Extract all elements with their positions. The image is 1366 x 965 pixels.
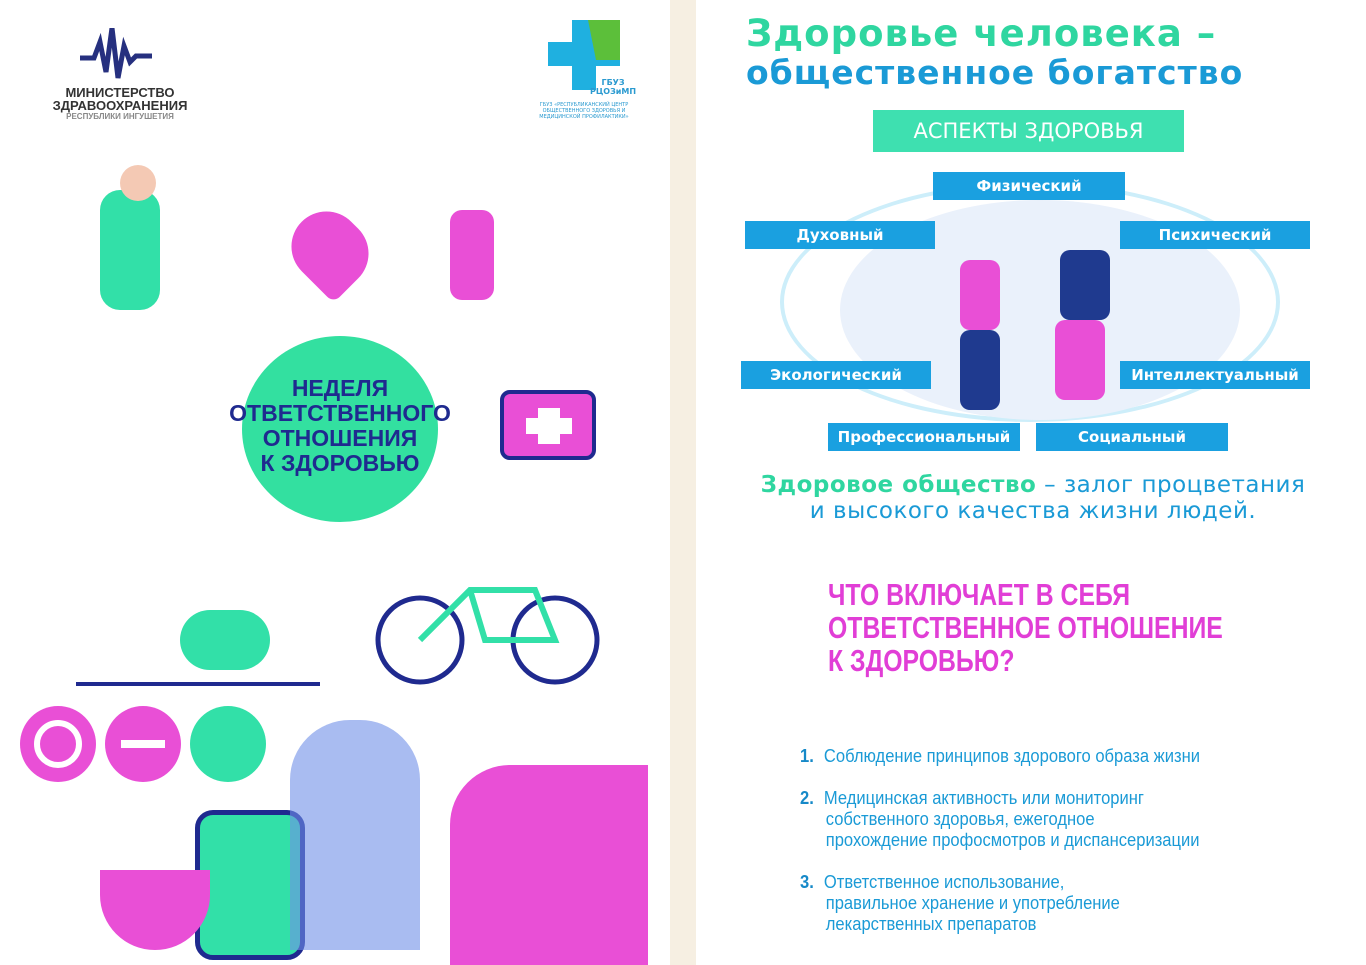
aspect-psychological: Психический <box>1120 221 1310 249</box>
cyclist-bicycle-illustration <box>375 587 600 685</box>
pill-bottle-illustration <box>195 810 305 960</box>
aspect-intellectual: Интеллектуальный <box>1120 361 1310 389</box>
ministry-pulse-icon <box>80 28 152 79</box>
list-text: правильное хранение и употребление <box>825 893 1120 913</box>
week-title: НЕДЕЛЯ ОТВЕТСТВЕННОГО ОТНОШЕНИЯ К ЗДОРОВ… <box>222 376 458 476</box>
week-badge <box>242 336 438 522</box>
week-title-line: К ЗДОРОВЬЮ <box>260 450 420 476</box>
list-item: 1. Соблюдение принципов здорового образа … <box>800 746 1200 767</box>
list-text: Медицинская активность или мониторинг <box>823 788 1144 808</box>
ministry-line1: МИНИСТЕРСТВО <box>65 85 175 100</box>
society-statement: Здоровое общество – залог процветания и … <box>700 472 1366 524</box>
ministry-logo: МИНИСТЕРСТВО ЗДРАВООХРАНЕНИЯ РЕСПУБЛИКИ … <box>30 86 210 122</box>
runner-head <box>120 165 156 201</box>
week-title-line: ОТНОШЕНИЯ <box>262 425 418 451</box>
question-line: ЧТО ВКЛЮЧАЕТ В СЕБЯ <box>828 577 1131 612</box>
doctor-illustration <box>290 720 420 950</box>
society-highlight: Здоровое общество <box>760 472 1037 498</box>
aspect-social: Социальный <box>1036 423 1228 451</box>
heart-pulse-icon <box>190 706 266 782</box>
question-heading: ЧТО ВКЛЮЧАЕТ В СЕБЯ ОТВЕТСТВЕННОЕ ОТНОШЕ… <box>828 578 1223 677</box>
page-divider <box>670 0 696 965</box>
aspects-banner: АСПЕКТЫ ЗДОРОВЬЯ <box>873 110 1184 152</box>
mortar-illustration <box>100 870 210 950</box>
week-title-line: ОТВЕТСТВЕННОГО <box>229 400 451 426</box>
aspect-physical: Физический <box>933 172 1125 200</box>
yoga-woman-illustration <box>180 610 270 670</box>
heart-mascot-illustration <box>276 196 384 304</box>
aspect-spiritual: Духовный <box>745 221 935 249</box>
list-number: 3. <box>800 872 814 892</box>
floor-line <box>76 682 320 686</box>
list-text: Соблюдение принципов здорового образа жи… <box>823 746 1200 766</box>
woman-stretching-illustration <box>450 210 494 300</box>
center-logo-abbr: РЦОЗиМП <box>590 87 637 96</box>
list-text: лекарственных препаратов <box>825 914 1037 934</box>
list-text: собственного здоровья, ежегодное <box>825 809 1095 829</box>
runner-illustration <box>100 190 160 310</box>
question-line: ОТВЕТСТВЕННОЕ ОТНОШЕНИЕ <box>828 610 1223 645</box>
center-logo-full: ГБУЗ «РЕСПУБЛИКАНСКИЙ ЦЕНТР ОБЩЕСТВЕННОГ… <box>539 102 629 120</box>
list-number: 1. <box>800 746 814 766</box>
list-text: прохождение профосмотров и диспансеризац… <box>825 830 1200 850</box>
week-title-line: НЕДЕЛЯ <box>291 375 389 401</box>
list-item: 3. Ответственное использование,правильное… <box>800 872 1120 935</box>
doctor-patient-illustration <box>450 765 648 965</box>
aspect-ecological: Экологический <box>741 361 931 389</box>
list-text: Ответственное использование, <box>823 872 1065 892</box>
title-line1: Здоровье человека – <box>746 12 1217 55</box>
list-number: 2. <box>800 788 814 808</box>
question-line: К ЗДОРОВЬЮ? <box>828 643 1015 678</box>
dumbbell-icon <box>105 706 181 782</box>
first-aid-kit-illustration <box>500 390 596 460</box>
title-line2: общественное богатство <box>746 53 1244 92</box>
no-sign-icon <box>20 706 96 782</box>
ministry-line3: РЕСПУБЛИКИ ИНГУШЕТИЯ <box>66 112 174 121</box>
society-line2: и высокого качества жизни людей. <box>809 498 1257 524</box>
left-panel: МИНИСТЕРСТВО ЗДРАВООХРАНЕНИЯ РЕСПУБЛИКИ … <box>0 0 670 965</box>
society-rest: – залог процветания <box>1036 472 1306 498</box>
center-cross-logo-icon <box>548 20 620 90</box>
aspect-professional: Профессиональный <box>828 423 1020 451</box>
ministry-line2: ЗДРАВООХРАНЕНИЯ <box>52 98 188 113</box>
